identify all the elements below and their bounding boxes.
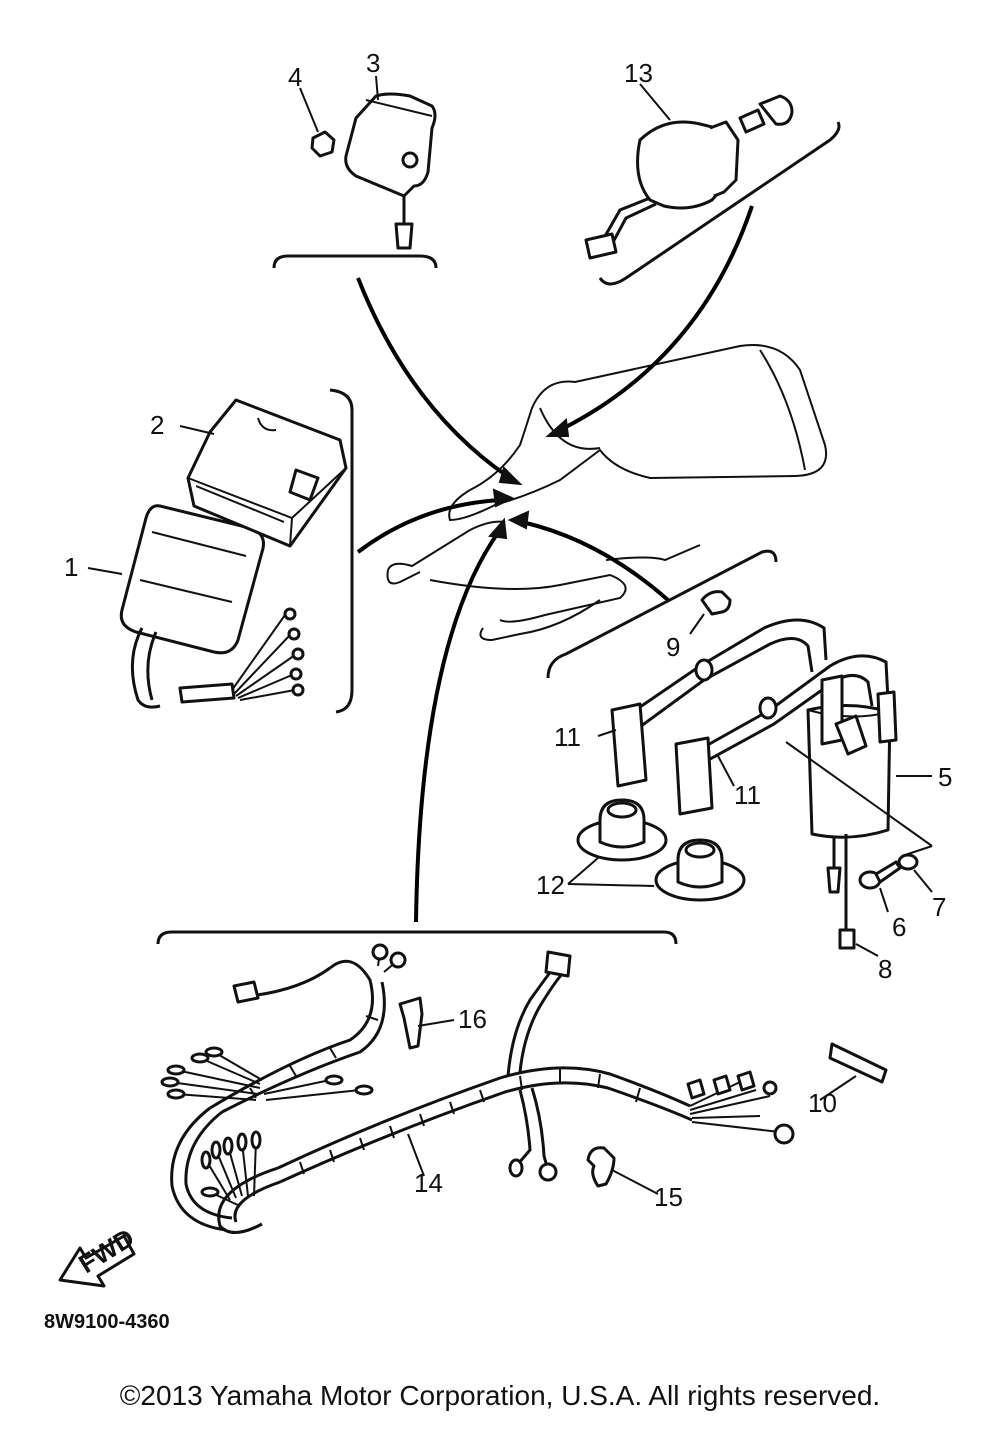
callout-14: 14	[414, 1168, 443, 1198]
callout-8: 8	[878, 954, 892, 984]
wire-harness	[160, 943, 795, 1234]
callout-11-left: 11	[554, 722, 581, 752]
washer	[897, 853, 919, 871]
callout-7: 7	[932, 892, 946, 922]
callout-6: 6	[892, 912, 906, 942]
pointer-lines	[356, 205, 754, 923]
regulator	[344, 92, 437, 250]
copyright-notice: ©2013 Yamaha Motor Corporation, U.S.A. A…	[119, 1380, 881, 1411]
callout-16: 16	[458, 1004, 487, 1034]
bracket-bottom	[156, 930, 678, 945]
plug-cap-right	[654, 838, 746, 902]
callout-9: 9	[666, 632, 680, 662]
clip	[586, 1146, 616, 1188]
bracket-top-left	[272, 254, 438, 269]
callout-11-right: 11	[734, 780, 761, 810]
plug-cap-left	[576, 798, 668, 862]
fwd-arrow: FWD	[58, 1222, 139, 1288]
callout-13: 13	[624, 58, 653, 88]
callout-3: 3	[366, 48, 380, 78]
hull-outline	[386, 344, 828, 642]
band	[398, 996, 424, 1050]
callout-1: 1	[64, 552, 78, 582]
holder	[828, 1042, 888, 1084]
key	[738, 94, 794, 134]
callout-5: 5	[938, 762, 952, 792]
callout-leaders	[87, 75, 933, 1195]
bracket-left	[329, 388, 354, 714]
callout-numbers: 1 2 3 4 5 6 7 8 9 10 11 11 12 13 14 15 1…	[64, 48, 952, 1212]
callout-12: 12	[536, 870, 565, 900]
plug-cap-leaders	[567, 857, 655, 887]
bracket-right	[546, 549, 778, 679]
exploded-parts-diagram: FWD 1 2 3 4 5 6 7 8 9 10 11 11 12 13 14 …	[58, 48, 952, 1288]
rectifier-box	[186, 398, 348, 548]
bracket-top-right	[598, 121, 841, 286]
cdi-unit	[119, 504, 305, 709]
callout-15: 15	[654, 1182, 683, 1212]
bolt	[858, 860, 902, 890]
nut	[310, 130, 336, 158]
callout-2: 2	[150, 410, 164, 440]
clamp	[700, 590, 732, 616]
ignition-coil	[610, 618, 933, 950]
main-switch	[584, 120, 740, 260]
callout-4: 4	[288, 62, 302, 92]
callout-10: 10	[808, 1088, 837, 1118]
drawing-code: 8W9100-4360	[44, 1311, 170, 1333]
